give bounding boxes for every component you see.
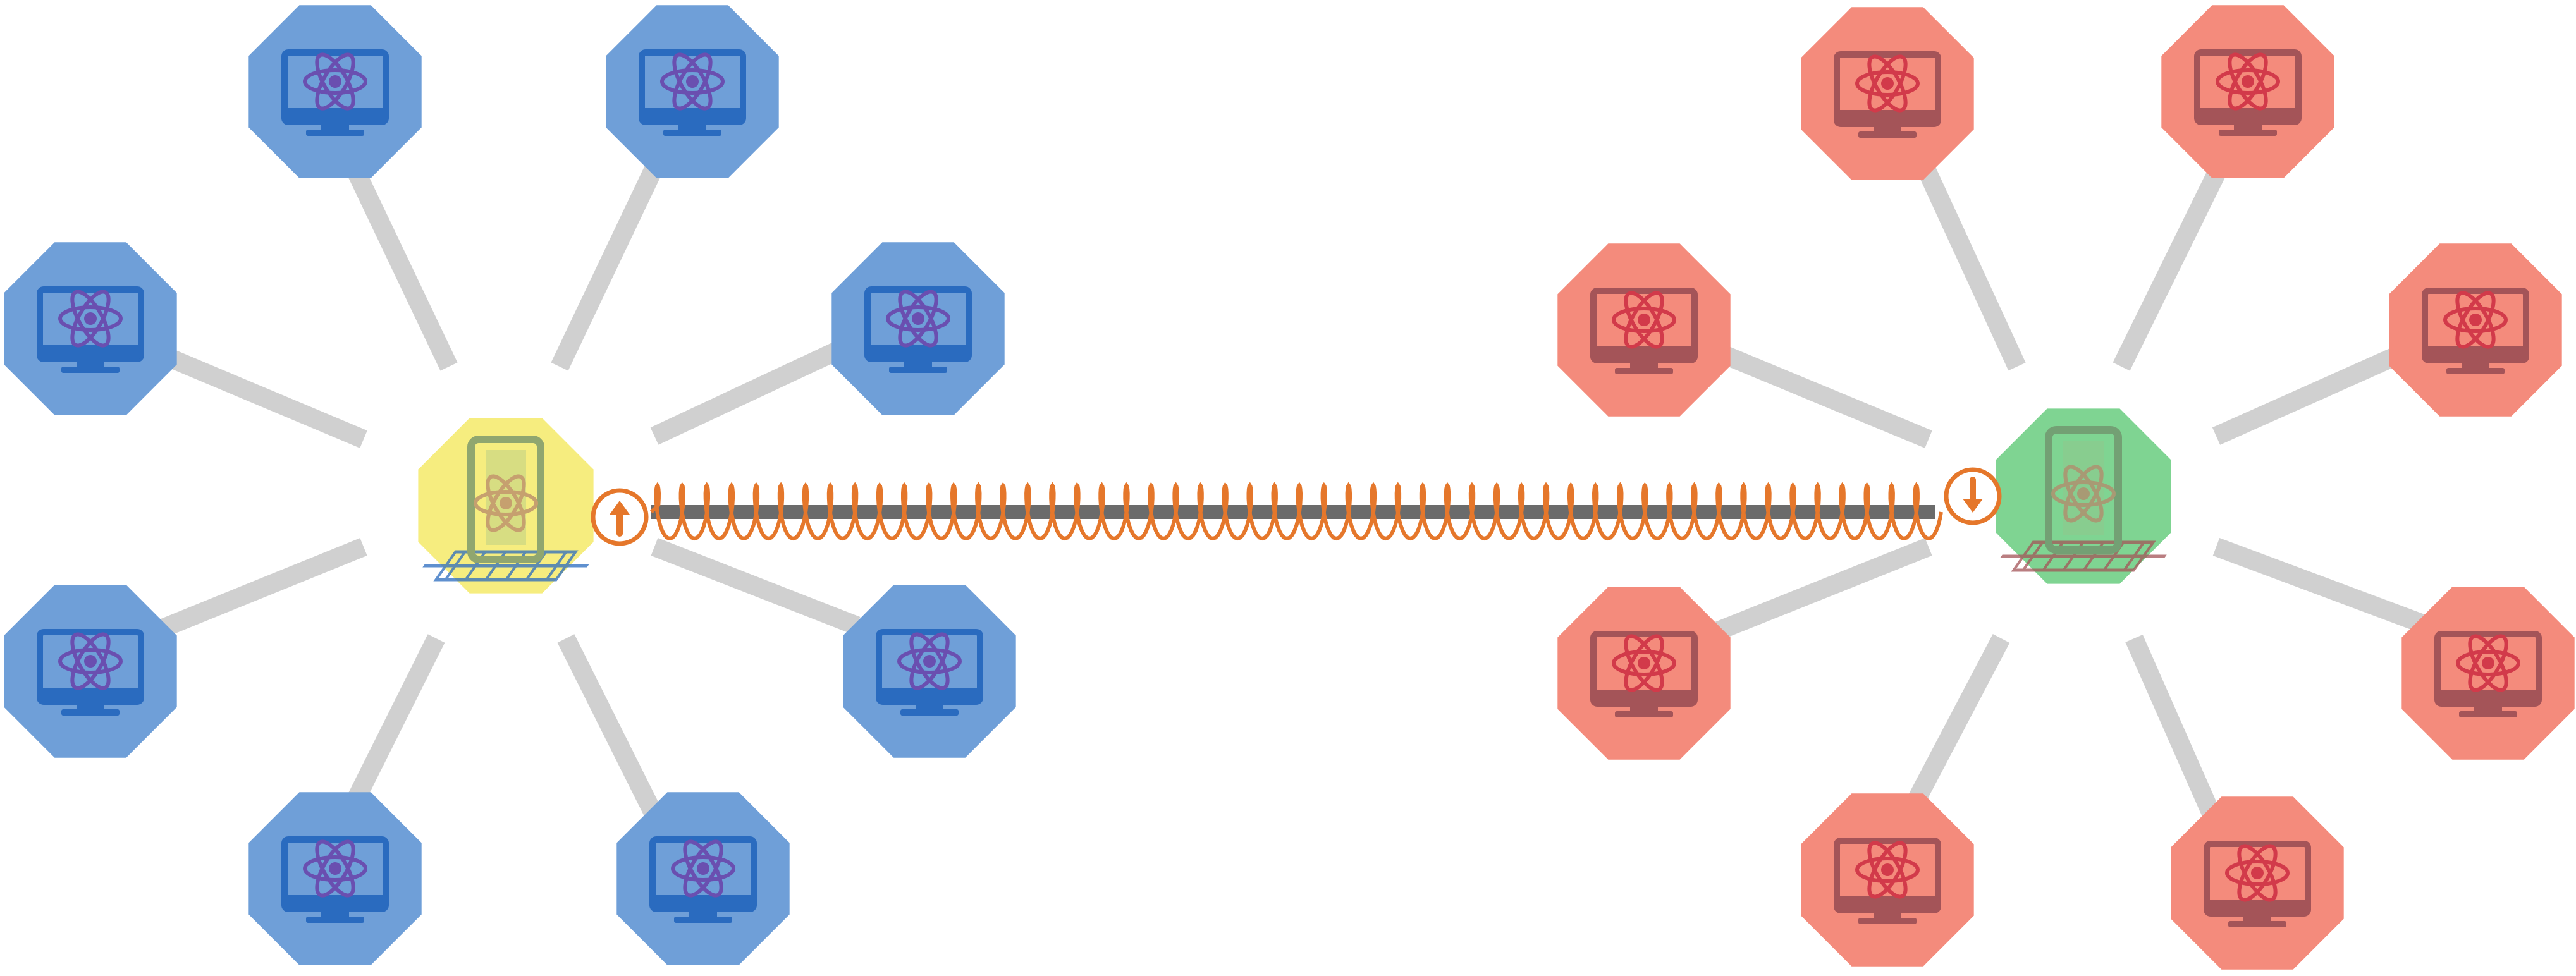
left-spoke-5 xyxy=(142,538,367,644)
right-computer-node-7 xyxy=(1801,793,1974,967)
left-spoke-1 xyxy=(345,163,458,371)
right-spoke-8 xyxy=(2125,634,2225,829)
right-computer-node-3 xyxy=(1557,243,1731,417)
left-spoke-2 xyxy=(551,163,663,371)
quantum-device-icon xyxy=(2000,426,2167,572)
arrow-down-icon xyxy=(1944,467,2002,525)
left-computer-node-2 xyxy=(606,5,779,178)
left-computer-node-1 xyxy=(248,5,422,178)
left-spoke-3 xyxy=(142,339,367,448)
right-computer-node-4 xyxy=(2389,243,2562,417)
arrow-up-icon xyxy=(591,488,649,546)
right-spoke-2 xyxy=(2113,163,2228,371)
quantum-device-icon xyxy=(422,436,589,582)
right-spoke-3 xyxy=(1703,339,1932,448)
left-hub-node xyxy=(418,418,594,594)
left-computer-node-3 xyxy=(4,242,177,415)
right-computer-node-5 xyxy=(1557,587,1731,760)
left-computer-node-7 xyxy=(248,792,422,965)
right-spoke-5 xyxy=(1703,538,1932,644)
left-computer-node-5 xyxy=(4,585,177,758)
right-computer-node-2 xyxy=(2161,5,2334,178)
left-spoke-6 xyxy=(651,538,861,635)
nodes-layer xyxy=(4,5,2575,970)
quantum-link xyxy=(649,482,1943,541)
left-computer-node-4 xyxy=(831,242,1005,415)
right-spoke-1 xyxy=(1917,163,2026,371)
entanglement-coil xyxy=(649,482,1943,541)
left-spoke-7 xyxy=(336,634,445,826)
left-computer-node-8 xyxy=(616,792,790,965)
right-spoke-6 xyxy=(2212,537,2432,635)
left-spoke-8 xyxy=(557,634,666,826)
right-computer-node-8 xyxy=(2171,796,2344,970)
left-spoke-4 xyxy=(650,336,855,445)
right-spoke-4 xyxy=(2212,336,2426,445)
right-computer-node-1 xyxy=(1801,7,1974,180)
left-computer-node-6 xyxy=(843,585,1016,758)
spokes-layer xyxy=(142,163,2432,829)
right-computer-node-6 xyxy=(2401,587,2575,760)
right-hub-node xyxy=(1996,408,2171,584)
